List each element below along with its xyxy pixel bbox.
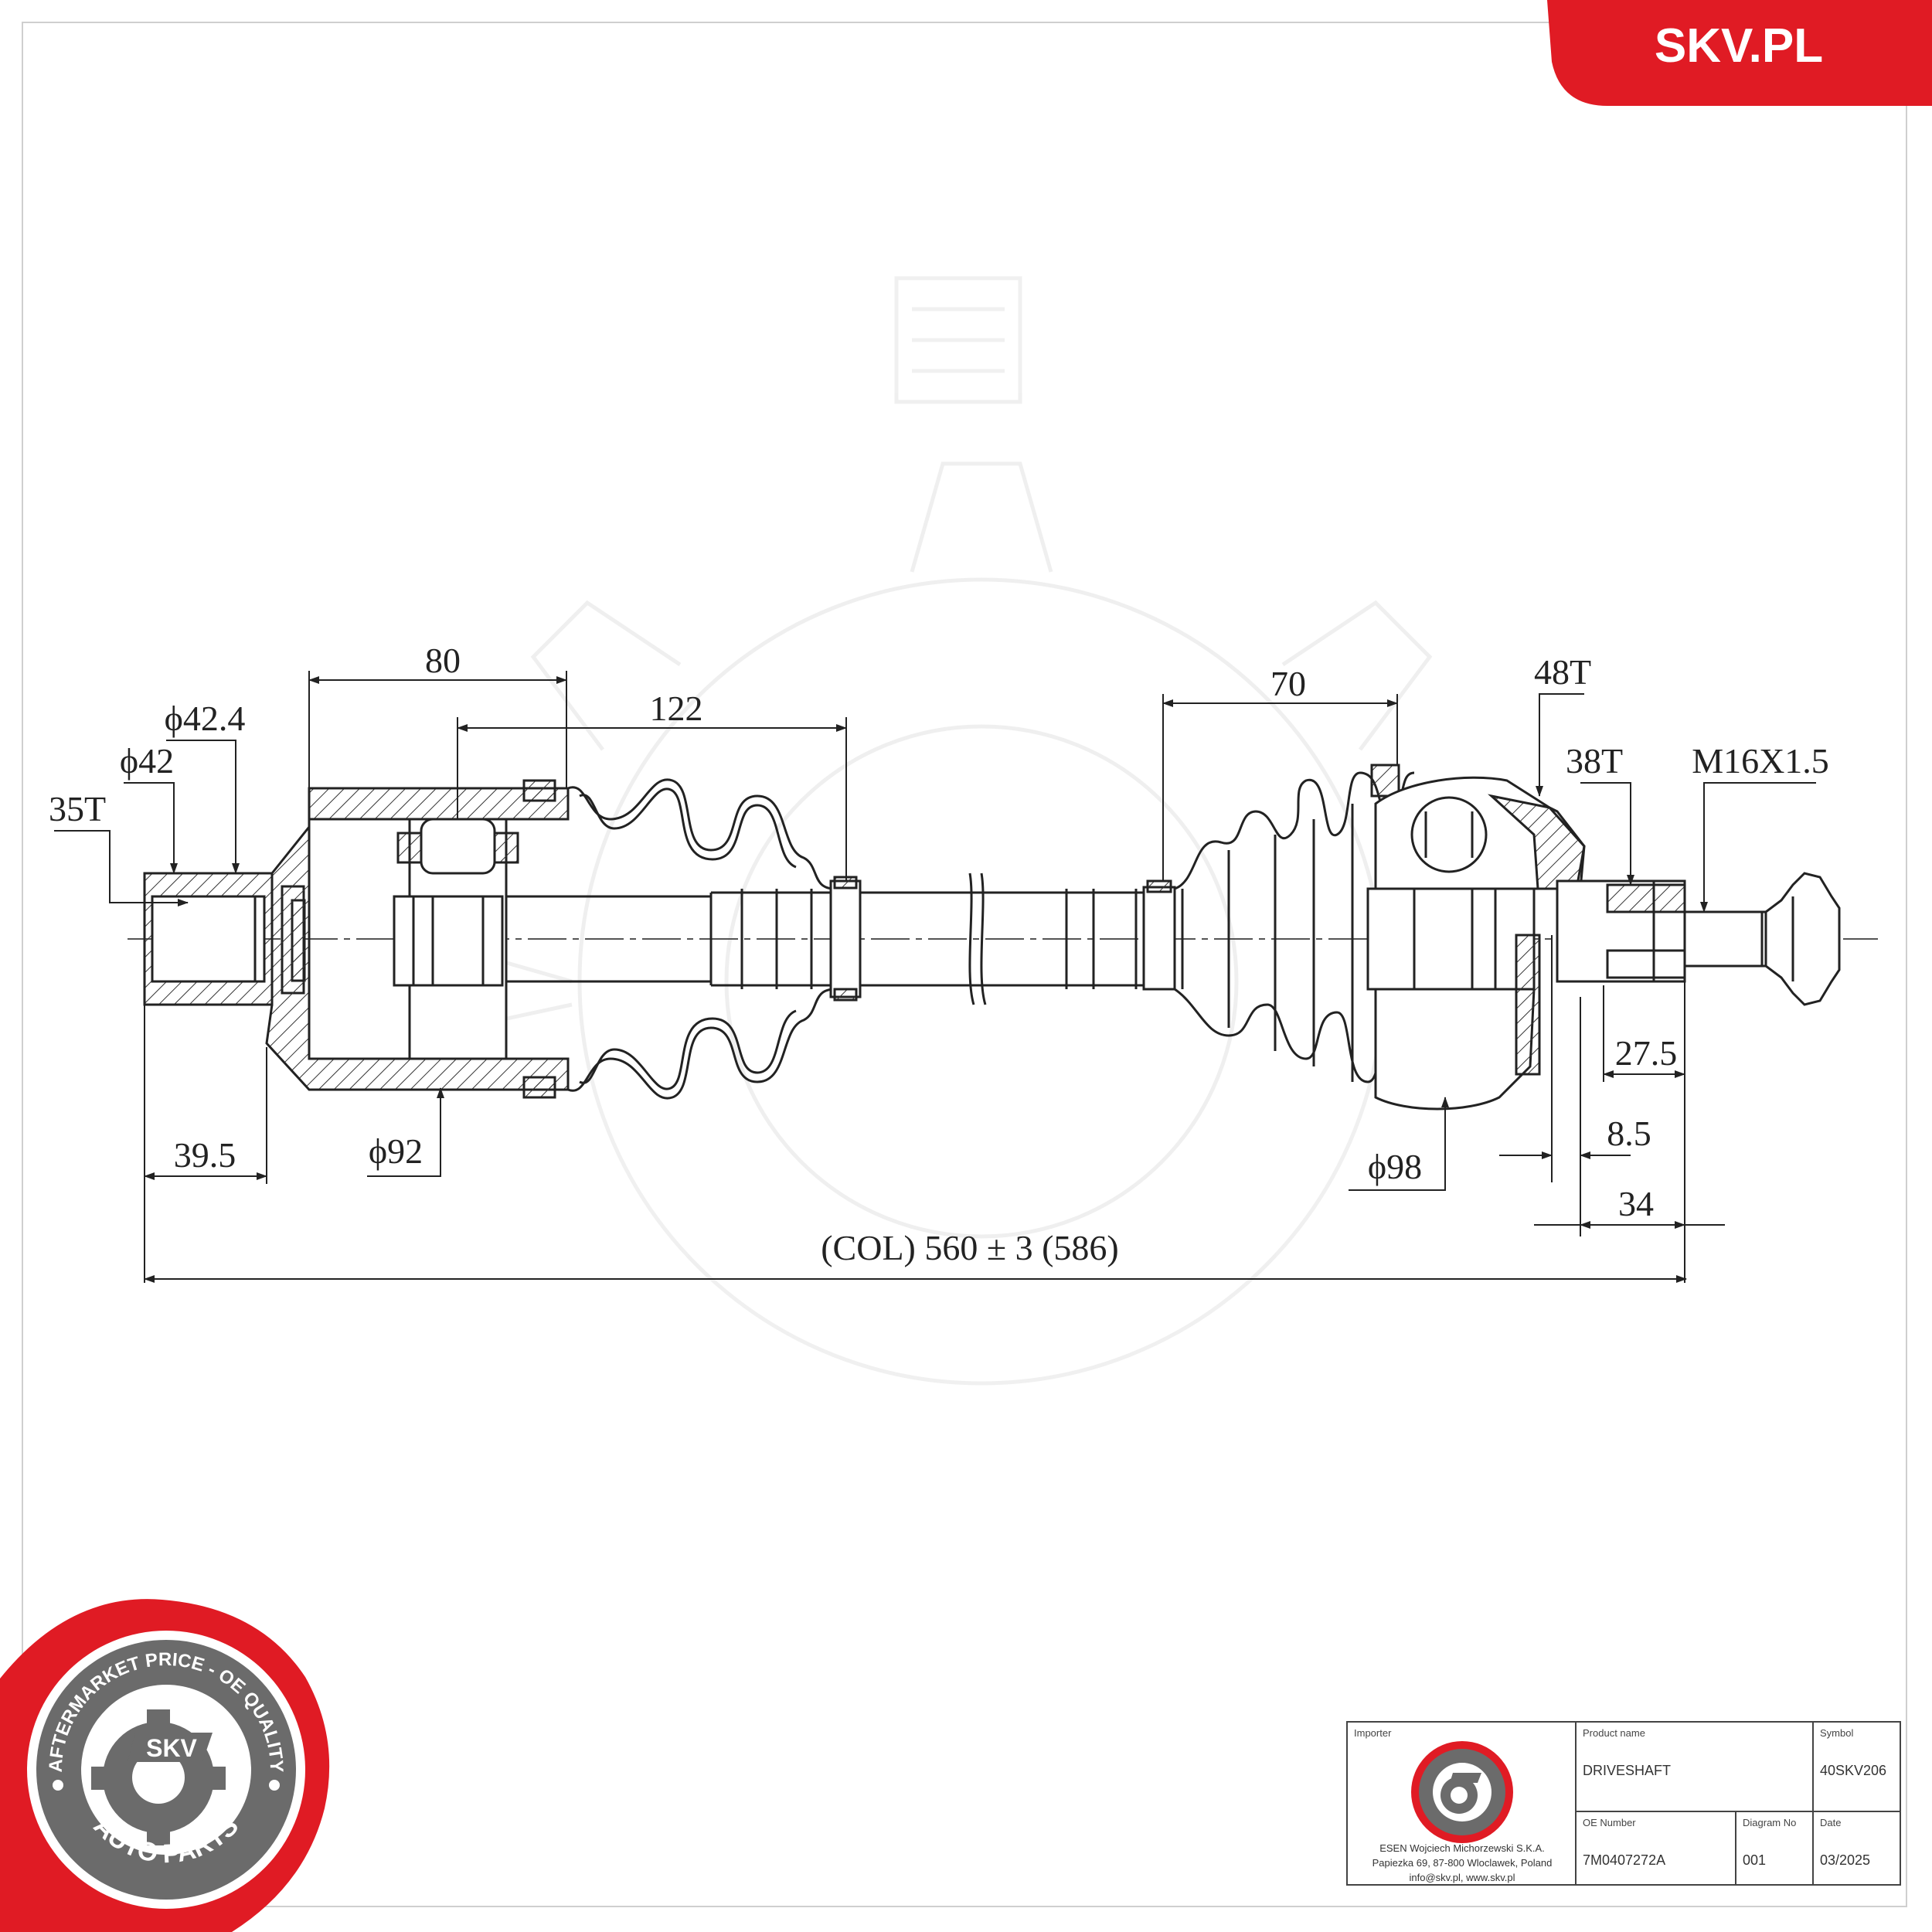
- logo-center-text: SKV: [146, 1734, 197, 1762]
- date-label: Date: [1820, 1817, 1842, 1828]
- importer-line-1: ESEN Wojciech Michorzewski S.K.A.: [1379, 1842, 1545, 1854]
- symbol-label: Symbol: [1820, 1727, 1854, 1739]
- dimension-labels: 80 122 70 48T 38T M16X1.5 35T ϕ42 ϕ42.4 …: [49, 641, 1829, 1267]
- dim-27-5: 27.5: [1615, 1033, 1678, 1073]
- product-name-cell: Product name DRIVESHAFT: [1577, 1723, 1814, 1812]
- symbol-cell: Symbol 40SKV206: [1814, 1723, 1900, 1812]
- product-name-value: DRIVESHAFT: [1583, 1763, 1672, 1778]
- importer-line-3: info@skv.pl, www.skv.pl: [1409, 1872, 1515, 1883]
- dim-dia98: ϕ98: [1368, 1147, 1422, 1186]
- dim-39-5: 39.5: [174, 1135, 236, 1175]
- symbol-value: 40SKV206: [1820, 1763, 1887, 1778]
- diagram-cell: Diagram No 001: [1736, 1812, 1814, 1884]
- dim-38t: 38T: [1566, 741, 1623, 781]
- shaft-break: [966, 872, 1155, 1005]
- inner-joint: [143, 787, 966, 1091]
- date-cell: Date 03/2025: [1814, 1812, 1900, 1884]
- brand-site-text: SKV.PL: [1655, 19, 1823, 73]
- oe-label: OE Number: [1583, 1817, 1636, 1828]
- diagram-value: 001: [1743, 1852, 1767, 1868]
- dim-70: 70: [1270, 664, 1306, 703]
- dim-35t: 35T: [49, 789, 106, 828]
- importer-label: Importer: [1354, 1727, 1392, 1739]
- importer-logo: [1411, 1741, 1513, 1843]
- dim-dia42: ϕ42: [120, 741, 174, 781]
- title-block: Importer ESEN Wojciech Michorzewski S.K.…: [1346, 1721, 1901, 1886]
- dim-122: 122: [650, 689, 703, 728]
- oe-value: 7M0407272A: [1583, 1852, 1666, 1868]
- brand-tab: SKV.PL: [1547, 0, 1932, 106]
- diagram-label: Diagram No: [1743, 1817, 1797, 1828]
- dim-thread: M16X1.5: [1692, 741, 1829, 781]
- inner-boot: [522, 778, 862, 1100]
- outer-joint: [1366, 776, 1841, 1111]
- oe-cell: OE Number 7M0407272A: [1577, 1812, 1736, 1884]
- skv-round-logo: SKV AFTERMARKET PRICE - OE QUALITY AUTO …: [0, 1599, 330, 1932]
- dimension-lines: [54, 671, 1816, 1283]
- drawing-frame: [22, 22, 1907, 1907]
- dim-34: 34: [1618, 1184, 1654, 1223]
- date-value: 03/2025: [1820, 1852, 1871, 1868]
- dim-8-5: 8.5: [1607, 1114, 1651, 1153]
- watermark-gear: [461, 276, 1502, 1386]
- product-name-label: Product name: [1583, 1727, 1645, 1739]
- importer-line-2: Papiezka 69, 87-800 Wloclawek, Poland: [1372, 1857, 1553, 1869]
- dim-length: (COL) 560 ± 3 (586): [821, 1228, 1119, 1267]
- dim-dia42-4: ϕ42.4: [165, 699, 246, 738]
- dim-80: 80: [425, 641, 461, 680]
- dim-48t: 48T: [1534, 652, 1591, 692]
- dim-dia92: ϕ92: [369, 1131, 423, 1171]
- importer-cell: Importer ESEN Wojciech Michorzewski S.K.…: [1348, 1723, 1577, 1884]
